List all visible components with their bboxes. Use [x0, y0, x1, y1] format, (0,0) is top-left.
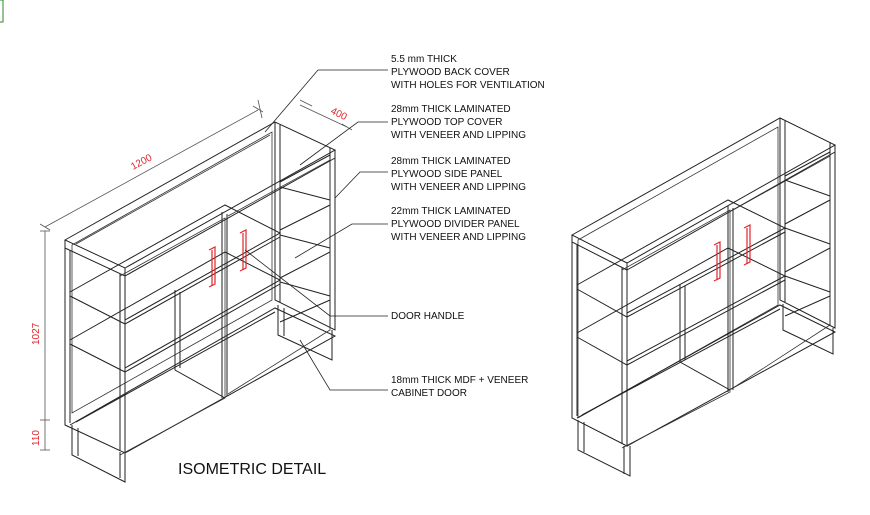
- cabinet-right: [570, 117, 837, 477]
- dimension-plinth: 110: [31, 430, 42, 446]
- callout-door-handle: DOOR HANDLE: [391, 311, 465, 322]
- callout-top-cover: 28mm THICK LAMINATED PLYWOOD TOP COVER W…: [391, 104, 526, 141]
- dimension-width: 1200: [129, 152, 154, 172]
- drawing-title: ISOMETRIC DETAIL: [178, 461, 326, 478]
- callout-divider-panel: 22mm THICK LAMINATED PLYWOOD DIVIDER PAN…: [391, 206, 526, 243]
- dimension-height: 1027: [31, 322, 42, 345]
- callout-back-cover: 5.5 mm THICK PLYWOOD BACK COVER WITH HOL…: [391, 54, 545, 91]
- callout-cabinet-door: 18mm THICK MDF + VENEER CABINET DOOR: [391, 375, 531, 399]
- cabinet-left: [63, 121, 337, 483]
- door-handle-icon: [713, 224, 751, 282]
- corner-mark: [0, 0, 4, 23]
- dimension-lines: [39, 99, 353, 451]
- callout-leaders: [244, 69, 388, 391]
- callout-side-panel: 28mm THICK LAMINATED PLYWOOD SIDE PANEL …: [391, 156, 526, 193]
- callouts: 5.5 mm THICK PLYWOOD BACK COVER WITH HOL…: [391, 54, 545, 399]
- dimension-depth: 400: [329, 106, 349, 123]
- door-handle-icon: [208, 229, 247, 288]
